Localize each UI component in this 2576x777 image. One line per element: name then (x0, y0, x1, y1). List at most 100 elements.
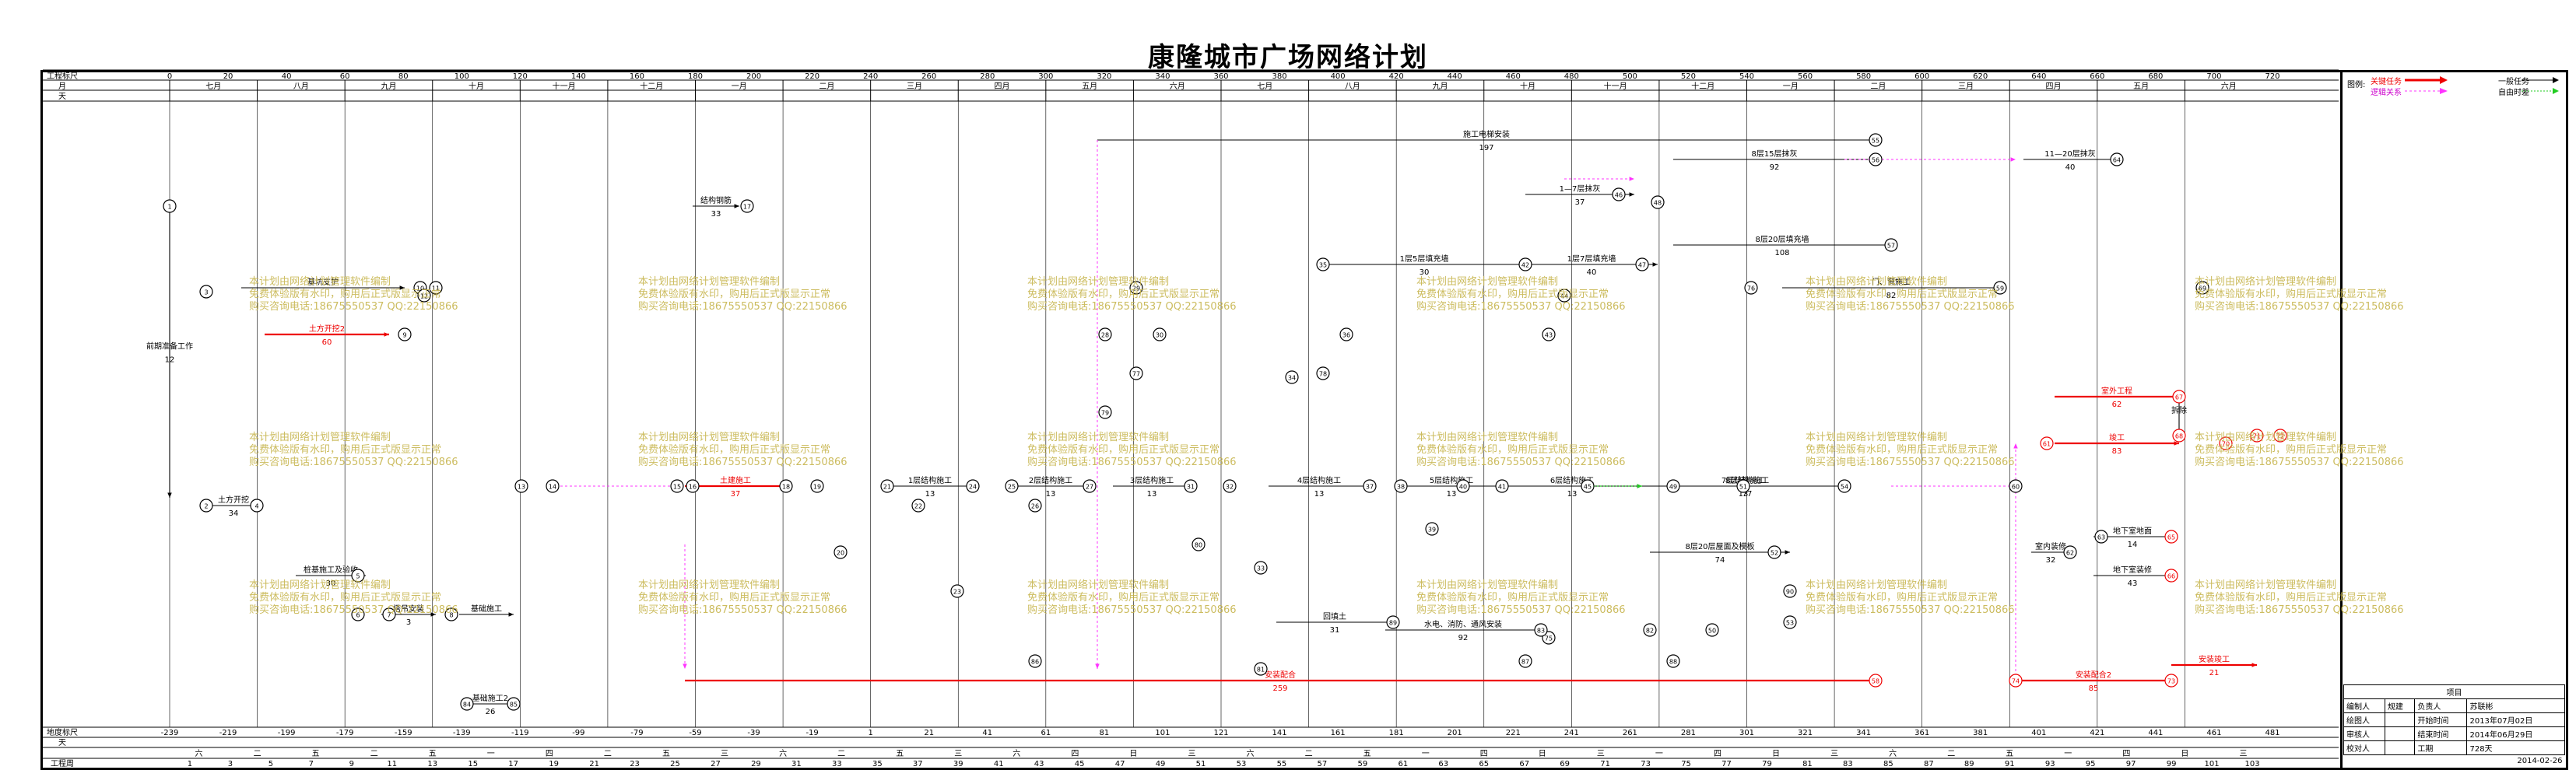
event-node-number: 30 (1156, 332, 1163, 339)
event-node-number: 17 (743, 204, 751, 211)
event-node (1612, 187, 1626, 201)
bottom-scale-tick: 241 (1564, 729, 1579, 737)
week-number: 11 (387, 760, 397, 768)
scale-tick: 400 (1331, 72, 1346, 81)
table-cell: 结束时间 (2414, 726, 2468, 741)
task-label-t27: 安装竣工 (2199, 654, 2230, 664)
task-arrow-t27-head (2251, 663, 2257, 667)
weekday: 一 (2064, 750, 2072, 758)
weekday: 五 (429, 750, 437, 758)
bottom-scale-tick: 481 (2265, 729, 2279, 737)
month-name: 十月 (1520, 81, 1535, 91)
event-node-number: 89 (1389, 620, 1397, 627)
event-node-number: 13 (518, 484, 525, 491)
event-node-number: 49 (1669, 484, 1677, 491)
event-node-number: 20 (837, 550, 844, 557)
event-node (1581, 479, 1595, 493)
task-arrow-t7-head (430, 612, 436, 617)
event-node-number: 69 (2199, 285, 2206, 292)
month-name: 三月 (907, 82, 922, 91)
event-node-number: 56 (1872, 157, 1879, 164)
scale-tick: 520 (1681, 72, 1696, 81)
event-node (911, 499, 925, 513)
event-node (199, 499, 213, 513)
event-node (163, 199, 177, 213)
week-number: 91 (2005, 760, 2015, 768)
legend-logic-arrow (2440, 88, 2448, 94)
event-node (880, 479, 894, 493)
week-number: 33 (832, 760, 842, 768)
watermark: 本计划由网络计划管理软件编制免费体验版有水印，购用后正式版显示正常购买咨询电话:… (638, 579, 848, 616)
scale-label: 工程标尺 (47, 72, 78, 81)
event-node-number: 31 (1187, 484, 1195, 491)
task-duration-t10: 13 (925, 490, 935, 499)
table-cell: 负责人 (2414, 698, 2468, 713)
scale-tick: 420 (1389, 72, 1404, 81)
week-number: 51 (1196, 760, 1206, 768)
event-node-number: 41 (1498, 484, 1506, 491)
task-label-t35: 水电、消防、通风安装 (1424, 619, 1502, 629)
bottom-scale-tick: 221 (1506, 729, 1521, 737)
bottom-scale-tick: 341 (1856, 729, 1871, 737)
event-node (1643, 623, 1657, 637)
event-node-number: 46 (1615, 192, 1623, 199)
month-name: 十二月 (1691, 81, 1714, 91)
event-node-number: 39 (1428, 527, 1436, 534)
weekday: 五 (896, 750, 904, 758)
bottom-scale-tick: 301 (1739, 729, 1754, 737)
week-number: 45 (1075, 760, 1085, 768)
event-node (1153, 327, 1167, 341)
event-node (1254, 662, 1268, 676)
scale-tick: 240 (863, 72, 878, 81)
weekday: 日 (1539, 750, 1546, 758)
event-node (2164, 674, 2178, 688)
weekday: 二 (370, 750, 378, 758)
week-number: 55 (1277, 760, 1287, 768)
task-duration-t14: 13 (1447, 490, 1457, 499)
event-node-number: 87 (1521, 659, 1529, 666)
task-label-t5: 桩基施工及验收 (304, 565, 358, 575)
event-node (1744, 281, 1758, 295)
bottom-scale-tick: 421 (2090, 729, 2104, 737)
task-label-t19: 8层15层抹灰 (1751, 149, 1797, 159)
event-node-number: 34 (1288, 375, 1296, 382)
watermark: 本计划由网络计划管理软件编制免费体验版有水印，购用后正式版显示正常购买咨询电话:… (1416, 579, 1626, 616)
week-number: 23 (630, 760, 640, 768)
month-name: 九月 (1432, 82, 1448, 91)
task-duration-t12: 13 (1147, 490, 1157, 499)
table-row: 校对人 工期 728天 (2343, 740, 2565, 755)
event-node (740, 199, 754, 213)
event-node-number: 25 (1008, 484, 1016, 491)
week-number: 29 (751, 760, 761, 768)
event-node-number: 79 (1101, 410, 1109, 417)
weekday: 五 (662, 750, 670, 758)
watermark: 本计划由网络计划管理软件编制免费体验版有水印，购用后正式版显示正常购买咨询电话:… (638, 432, 848, 468)
event-node-number: 77 (1132, 371, 1140, 378)
event-node (1316, 366, 1330, 380)
event-node (417, 289, 431, 303)
legend-float: 自由时差 (2498, 89, 2529, 97)
week-number: 27 (711, 760, 721, 768)
task-duration-t26: 85 (2089, 684, 2099, 693)
week-number: 1 (188, 760, 192, 768)
event-node (1705, 623, 1719, 637)
event-node-number: 84 (463, 702, 471, 709)
task-duration-t20: 108 (1774, 249, 1789, 257)
weekday: 六 (1247, 749, 1255, 758)
task-duration-t33: 14 (2128, 541, 2138, 549)
scale-tick: 220 (805, 72, 819, 81)
week-label: 工程周 (51, 759, 74, 768)
float-link-head (1637, 484, 1642, 488)
event-node (460, 697, 474, 711)
event-node-number: 9 (402, 332, 406, 339)
legend-symbols (2405, 76, 2559, 94)
event-node-number: 65 (2167, 534, 2175, 541)
week-number: 93 (2045, 760, 2055, 768)
event-node-number: 82 (1646, 628, 1654, 635)
scale-tick: 100 (454, 72, 469, 81)
legend-normal-arrow (2553, 77, 2559, 83)
bottom-scale-tick: -179 (336, 729, 354, 737)
task-label-t2: 土方开挖 (218, 495, 249, 505)
event-node (1456, 479, 1470, 493)
weekday: 六 (1013, 749, 1020, 758)
